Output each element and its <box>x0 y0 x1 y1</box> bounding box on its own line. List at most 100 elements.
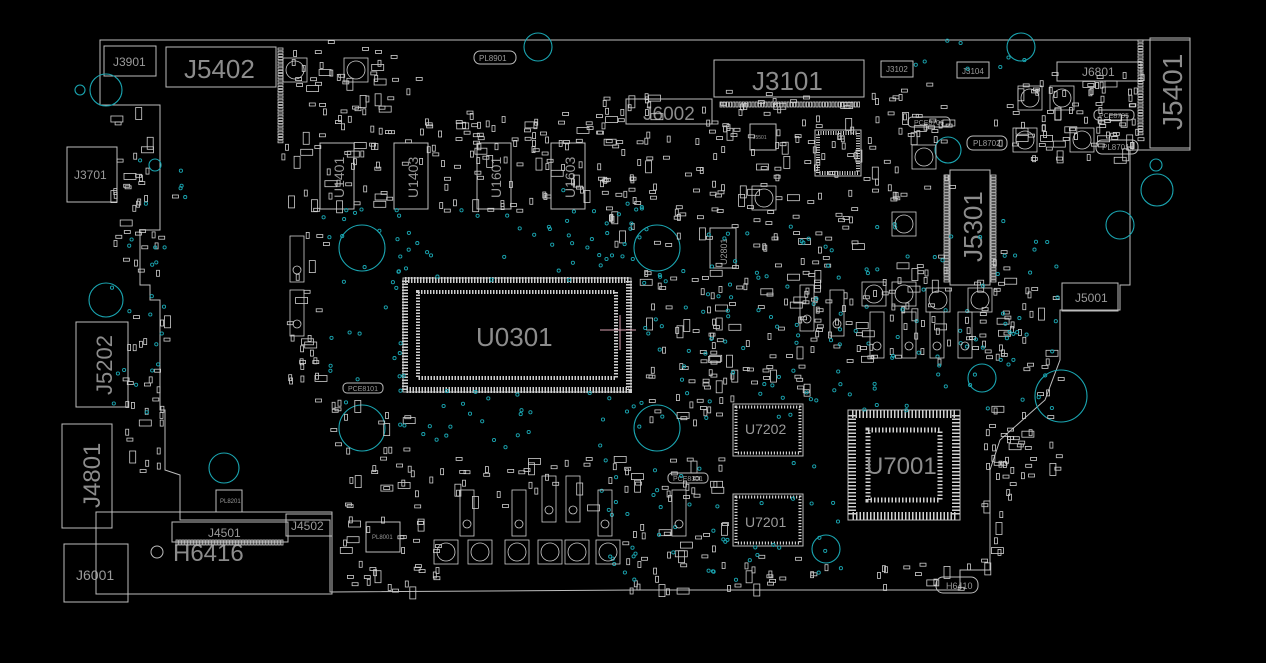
smd-pad <box>712 318 716 326</box>
via <box>629 221 634 226</box>
smd-pad <box>658 529 672 537</box>
smd-pad <box>662 346 666 354</box>
via <box>605 231 610 236</box>
inductor-body <box>1072 130 1092 150</box>
smd-pad <box>316 234 324 238</box>
smd-pad <box>1022 336 1027 344</box>
connector-pin <box>277 137 284 141</box>
via <box>600 417 606 422</box>
smd-pad <box>532 139 536 147</box>
connector-pin <box>943 189 950 193</box>
connector-pin <box>277 47 284 51</box>
connector-pin <box>277 82 284 86</box>
connector-pin <box>214 539 218 546</box>
smd-pad <box>889 314 894 322</box>
smd-pad <box>775 141 779 149</box>
via <box>722 236 727 241</box>
smd-pad <box>146 136 154 150</box>
smd-pad <box>721 522 728 536</box>
smd-pad <box>721 146 726 154</box>
via <box>637 235 642 240</box>
via <box>940 258 945 263</box>
smd-pad <box>374 193 388 201</box>
connector-pin <box>943 198 950 202</box>
connector-pin <box>1137 84 1144 88</box>
connector-pin <box>738 101 742 108</box>
smd-pad <box>776 129 781 137</box>
smd-pad <box>913 125 927 132</box>
connector-pin <box>943 243 950 247</box>
smd-pad <box>346 536 360 544</box>
via <box>817 535 822 540</box>
smd-pad <box>637 561 642 568</box>
via <box>435 274 440 279</box>
smd-pad <box>359 95 367 108</box>
smd-pad <box>998 281 1005 286</box>
smd-pad <box>708 369 713 377</box>
smd-pad <box>620 109 625 116</box>
smd-pad <box>653 183 657 191</box>
via <box>570 241 575 246</box>
smd-pad <box>302 131 310 145</box>
smd-pad <box>744 277 749 285</box>
via <box>932 255 937 260</box>
via <box>681 269 686 274</box>
smd-pad <box>867 137 872 145</box>
smd-pad <box>775 196 783 201</box>
via <box>754 270 759 275</box>
via <box>707 399 712 404</box>
smd-pad <box>872 188 879 193</box>
smd-pad <box>796 377 804 382</box>
smd-pad <box>129 450 137 464</box>
smd-pad <box>516 162 524 167</box>
connector-pin <box>825 101 828 108</box>
via <box>685 391 690 396</box>
smd-pad <box>875 116 880 124</box>
smd-pad <box>707 306 711 314</box>
smd-pad <box>674 550 688 558</box>
via <box>701 309 706 314</box>
smd-pad <box>1022 412 1026 419</box>
smd-pad <box>534 487 539 495</box>
smd-pad <box>605 107 609 115</box>
connector-pin <box>259 539 263 546</box>
smd-pad <box>1004 277 1018 285</box>
smd-pad <box>383 423 391 437</box>
via <box>697 466 702 471</box>
via <box>729 295 734 300</box>
via <box>406 247 411 252</box>
smd-pad <box>747 205 754 210</box>
connector-pin <box>1137 122 1144 126</box>
smd-pad <box>641 556 648 561</box>
smd-pad <box>636 140 644 145</box>
smd-pad <box>991 405 1005 413</box>
smd-pad <box>815 231 823 236</box>
via <box>434 437 439 442</box>
connector-pin <box>822 101 825 108</box>
smd-pad <box>1000 461 1008 466</box>
connector-pin <box>990 174 997 178</box>
smd-pad <box>915 572 922 576</box>
label-pce8706: PCE8706 <box>914 120 944 127</box>
smd-pad <box>586 126 594 130</box>
smd-pad <box>132 344 137 352</box>
via <box>631 404 636 409</box>
via <box>837 342 842 347</box>
smd-pad <box>311 199 318 213</box>
smd-pad <box>1064 126 1078 134</box>
smd-pad <box>344 502 352 507</box>
smd-pad <box>456 489 460 497</box>
tall-capacitor <box>511 489 527 537</box>
smd-pad <box>1120 114 1128 128</box>
smd-pad <box>871 92 876 100</box>
via <box>776 374 781 379</box>
smd-pad <box>933 578 938 586</box>
smd-pad <box>849 298 854 306</box>
smd-pad <box>986 462 990 470</box>
smd-pad <box>1096 126 1101 134</box>
via <box>634 207 639 212</box>
connector-pin <box>844 101 848 108</box>
smd-pad <box>778 326 785 331</box>
connector-pin <box>208 539 212 546</box>
smd-pad <box>138 419 152 427</box>
